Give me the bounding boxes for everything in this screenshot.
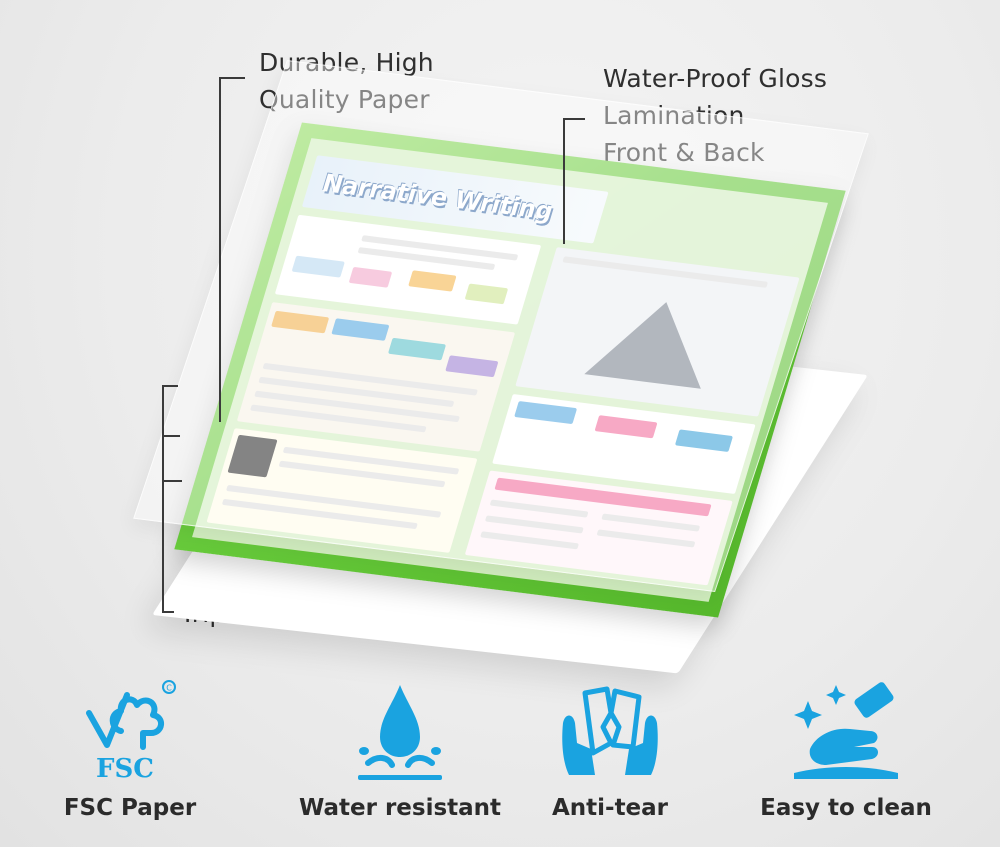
poster-panel-checklist (464, 470, 733, 586)
leader-gloss-vertical (563, 118, 565, 244)
feature-anti-tear: Anti-tear (500, 668, 720, 821)
feature-water-resistant: Water resistant (290, 668, 510, 821)
svg-text:C: C (166, 684, 172, 693)
callout-durable-line-2: Quality Paper (259, 85, 430, 114)
poster-panel-story-structure (515, 247, 800, 417)
leader-triple-tick-2 (162, 435, 180, 437)
feature-label-tear: Anti-tear (551, 795, 669, 821)
svg-text:FSC: FSC (96, 754, 154, 783)
leader-triple-tick-1 (162, 385, 178, 387)
poster-panel-key-features (236, 302, 516, 452)
callout-triple-layer: Triple Layer Quality (180, 595, 426, 632)
water-drop-icon (358, 685, 442, 780)
poster-panel-stages (492, 394, 756, 494)
fsc-logo-icon: C FSC (86, 680, 176, 783)
torn-paper-hands-icon (562, 686, 658, 775)
callout-gloss-line-2: Lamination (603, 101, 745, 130)
leader-triple-vertical (162, 385, 164, 613)
feature-label-clean: Easy to clean (760, 795, 932, 821)
callout-gloss-line-3: Front & Back (603, 138, 765, 167)
cleaning-spray-hand-icon (794, 682, 898, 779)
feature-easy-to-clean: Easy to clean (736, 668, 956, 821)
poster-panel-genres (274, 214, 542, 325)
leader-triple-tick-3 (162, 480, 182, 482)
poster-panel-characters (206, 428, 478, 553)
leader-gloss-horizontal (563, 118, 585, 120)
callout-durable-paper: Durable, High Quality Paper (259, 44, 434, 118)
callout-gloss-line-1: Water-Proof Gloss (603, 64, 828, 93)
feature-fsc-paper: C FSC FSC Paper (20, 668, 240, 821)
mountain-diagram-icon (584, 294, 725, 389)
leader-durable-vertical (219, 77, 221, 422)
leader-triple-end (162, 611, 174, 613)
feature-label-fsc: FSC Paper (63, 795, 197, 821)
callout-durable-line-1: Durable, High (259, 48, 434, 77)
poster-sheet: Narrative Writing (174, 122, 846, 618)
leader-durable-horizontal (219, 77, 245, 79)
callout-gloss-lamination: Water-Proof Gloss Lamination Front & Bac… (603, 60, 827, 171)
feature-label-water: Water resistant (298, 795, 502, 821)
poster-content-area (192, 138, 828, 602)
callout-triple-line: Triple Layer Quality (180, 599, 426, 628)
